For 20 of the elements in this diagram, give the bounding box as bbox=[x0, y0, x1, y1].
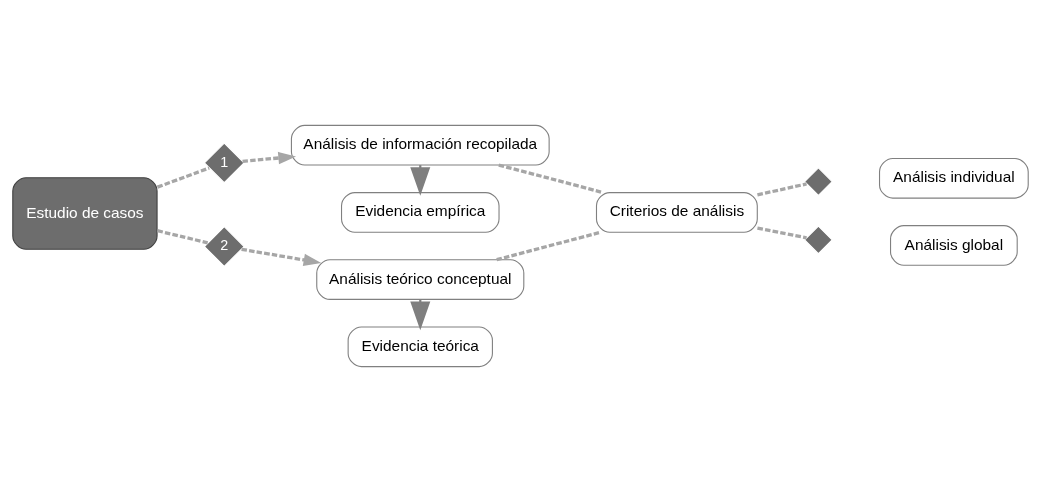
node-diamond bbox=[803, 167, 833, 197]
connector bbox=[496, 230, 602, 262]
node-box: Criterios de análisis bbox=[595, 192, 758, 233]
node-diamond: 2 bbox=[203, 225, 245, 268]
node-box: Evidencia empírica bbox=[341, 192, 500, 233]
node-box: Evidencia teórica bbox=[347, 326, 493, 368]
arrow bbox=[242, 151, 296, 165]
node-box: Análisis individual bbox=[879, 157, 1029, 199]
connector bbox=[157, 229, 209, 245]
node-box: Estudio de casos bbox=[12, 177, 158, 250]
connector bbox=[156, 166, 210, 189]
connector bbox=[498, 163, 603, 195]
node-box: Análisis de información recopilada bbox=[290, 124, 550, 166]
connector bbox=[757, 226, 807, 240]
node-box: Análisis global bbox=[890, 225, 1018, 266]
node-diamond bbox=[803, 225, 833, 255]
node-diamond: 1 bbox=[203, 142, 245, 184]
connector bbox=[757, 182, 807, 197]
arrow bbox=[241, 247, 322, 267]
node-box: Análisis teórico conceptual bbox=[316, 259, 525, 300]
